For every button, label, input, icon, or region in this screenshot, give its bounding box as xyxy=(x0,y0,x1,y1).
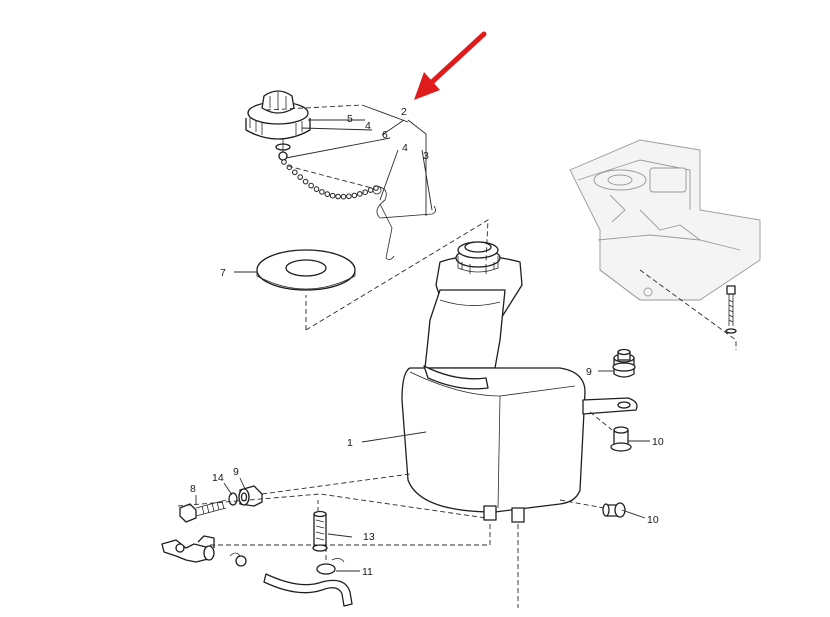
engine-housing xyxy=(569,139,761,301)
callout-13: 13 xyxy=(363,531,375,543)
chain-bead xyxy=(335,193,341,200)
fuel-tank xyxy=(401,241,638,523)
drain-bolt xyxy=(179,499,227,523)
bushing-upper xyxy=(610,426,632,452)
chain-bead xyxy=(340,193,347,200)
chain-bead xyxy=(362,189,369,195)
sealing-washer xyxy=(228,492,238,506)
callout-5: 5 xyxy=(347,113,353,125)
rubber-grommet-left xyxy=(238,485,263,507)
callout-4-lower: 4 xyxy=(402,142,408,154)
fuel-hose xyxy=(263,573,353,607)
chain-bead xyxy=(302,178,309,185)
callout-6: 6 xyxy=(382,129,388,141)
callout-9-right: 9 xyxy=(586,366,592,378)
red-arrow-icon xyxy=(414,31,487,100)
chain-bead xyxy=(297,174,304,180)
chain-bead xyxy=(319,189,325,195)
callout-8: 8 xyxy=(190,483,196,495)
cap-chain xyxy=(281,159,379,200)
callout-11: 11 xyxy=(362,566,373,578)
retainer-clip xyxy=(372,185,436,260)
chain-bead xyxy=(313,186,320,192)
chain-bead xyxy=(357,191,363,197)
callout-7: 7 xyxy=(220,267,226,279)
callout-4-top: 4 xyxy=(365,120,371,132)
callout-1: 1 xyxy=(347,437,353,449)
rubber-grommet-right xyxy=(612,348,636,378)
bushing-lower xyxy=(602,502,626,518)
gasket-ring xyxy=(256,249,356,291)
chain-bead xyxy=(292,169,298,176)
chain-bead xyxy=(308,182,314,189)
mounting-bolt xyxy=(725,285,737,334)
callout-3: 3 xyxy=(423,150,429,162)
chain-bead xyxy=(329,192,336,199)
chain-bead xyxy=(351,192,358,199)
fuel-valve xyxy=(161,535,247,567)
chain-bead xyxy=(346,193,352,200)
callout-14: 14 xyxy=(212,472,224,484)
chain-bead xyxy=(324,191,331,197)
callout-2: 2 xyxy=(401,106,407,118)
chain-bead xyxy=(367,187,374,193)
callout-9-left: 9 xyxy=(233,466,239,478)
leader-lines xyxy=(177,104,737,608)
callout-labels: 2 5 4 6 4 3 7 1 9 10 10 8 14 9 13 11 xyxy=(190,106,664,578)
callout-10-lower: 10 xyxy=(647,514,659,526)
callout-10-upper: 10 xyxy=(652,436,664,448)
fuel-filter xyxy=(312,510,328,552)
hose-clamp xyxy=(316,558,345,575)
chain-bead xyxy=(281,159,287,165)
fuel-cap xyxy=(245,90,311,161)
